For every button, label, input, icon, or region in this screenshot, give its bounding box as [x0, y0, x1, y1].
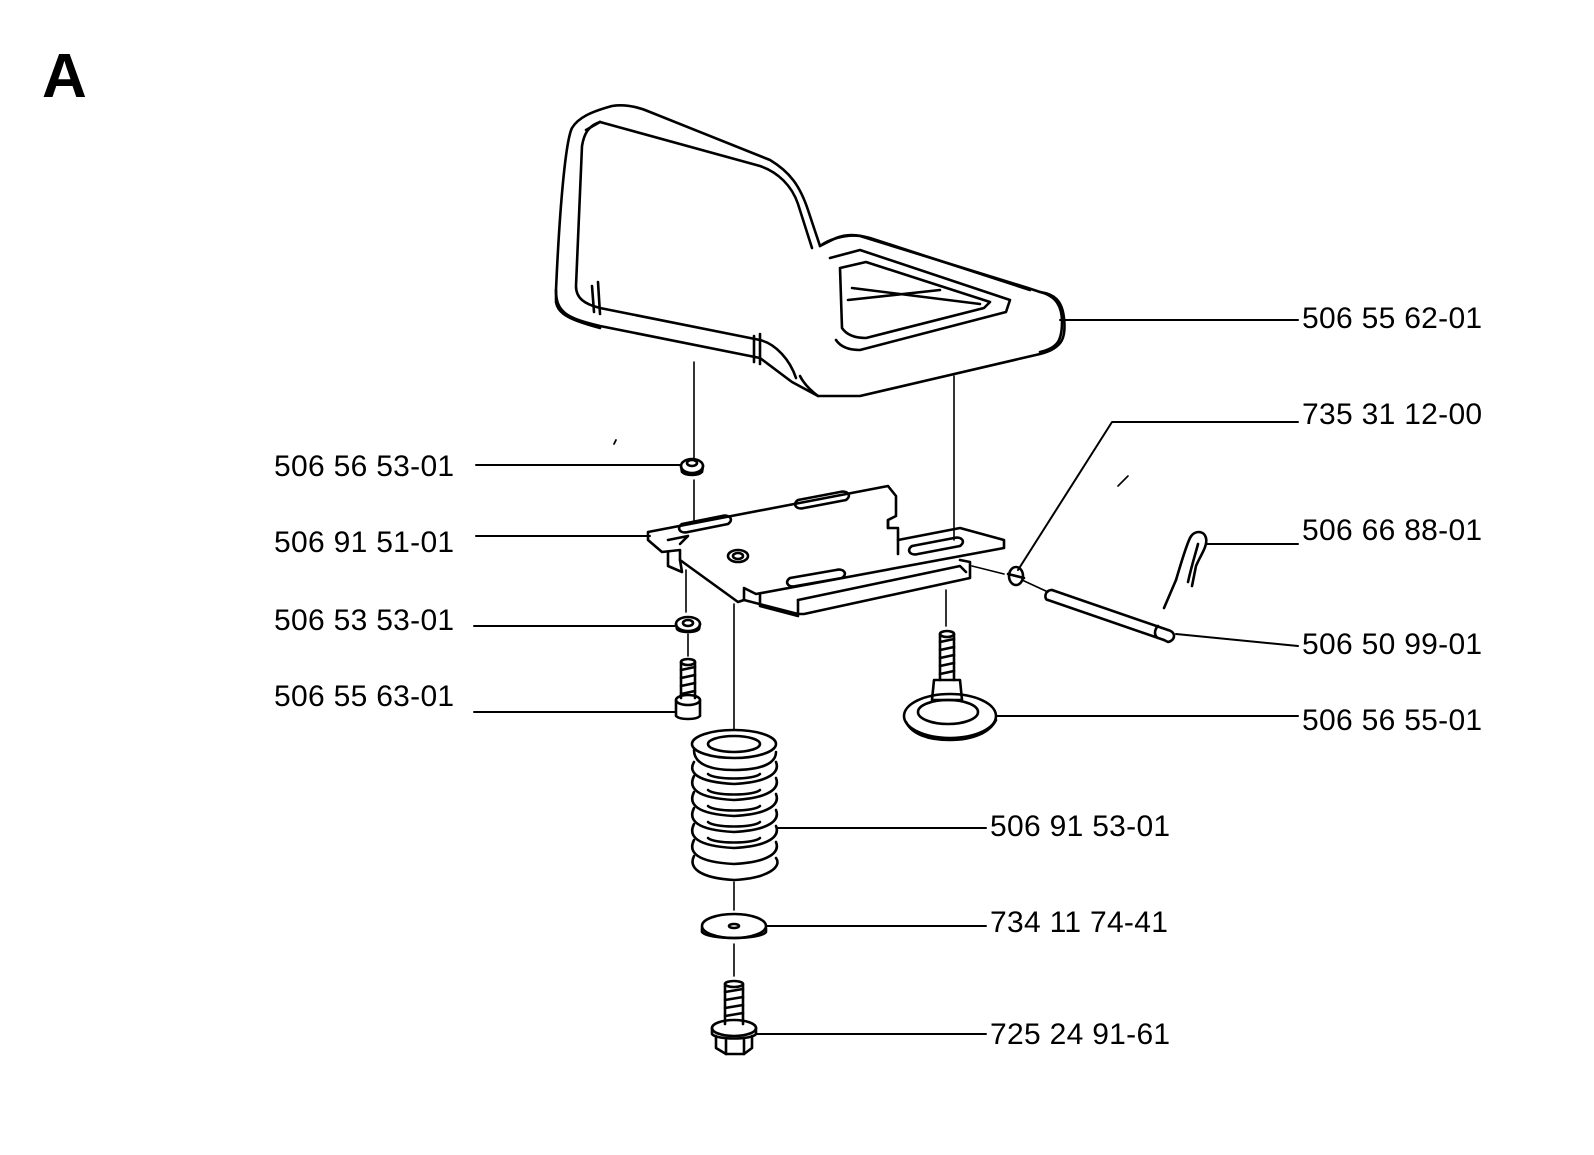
part-number-flange-bolt: 725 24 91-61: [990, 1018, 1171, 1051]
part-number-small-washer: 506 53 53-01: [274, 604, 455, 637]
leader-pivot-pin: [1176, 634, 1298, 646]
seat-drawing: [556, 105, 1065, 396]
lock-washer-drawing: [1008, 567, 1024, 585]
screw-drawing: [676, 659, 700, 719]
large-washer-drawing: [702, 914, 766, 938]
part-number-large-washer: 734 11 74-41: [990, 906, 1169, 939]
small-washer-drawing: [676, 617, 700, 632]
part-number-rubber-bushing: 506 56 53-01: [274, 450, 455, 483]
part-number-hair-pin: 506 66 88-01: [1302, 514, 1483, 547]
seat-bracket-drawing: [648, 486, 1004, 616]
part-number-seat: 506 55 62-01: [1302, 302, 1483, 335]
section-letter: A: [42, 42, 87, 111]
rubber-bushing-drawing: [681, 459, 703, 475]
adjusting-knob-drawing: [904, 631, 996, 740]
part-number-pivot-pin: 506 50 99-01: [1302, 628, 1483, 661]
part-number-screw: 506 55 63-01: [274, 680, 455, 713]
stray-mark: [614, 440, 616, 444]
part-number-adjusting-knob: 506 56 55-01: [1302, 704, 1483, 737]
hair-pin-drawing: [1164, 532, 1206, 608]
leader-lines: [474, 320, 1298, 1034]
leader-lock-washer: [1018, 422, 1298, 570]
part-number-lock-washer: 735 31 12-00: [1302, 398, 1483, 431]
pivot-pin-drawing: [1045, 590, 1174, 642]
part-number-spring: 506 91 53-01: [990, 810, 1171, 843]
assembly-centerlines: [686, 362, 1128, 976]
flange-bolt-drawing: [712, 981, 756, 1054]
coil-spring-drawing: [692, 730, 777, 880]
part-number-seat-bracket: 506 91 51-01: [274, 526, 455, 559]
